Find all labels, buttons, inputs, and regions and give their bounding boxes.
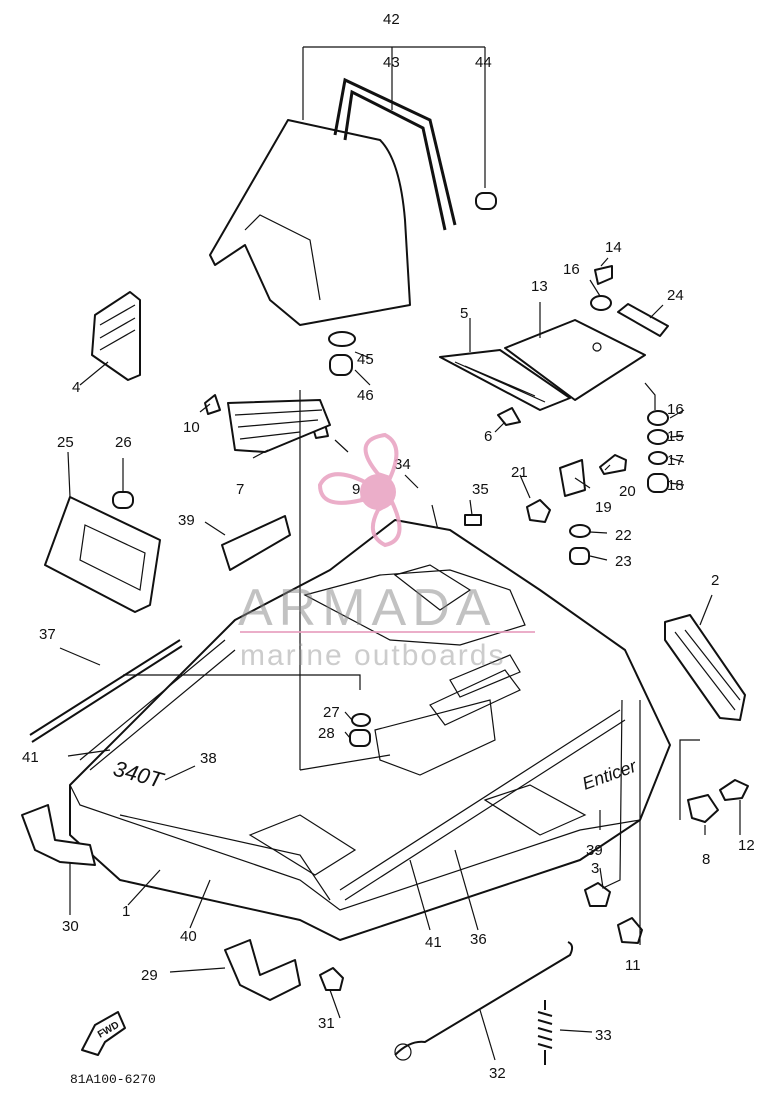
grommet-26-part [112, 491, 134, 509]
part-number-label: 17 [667, 452, 684, 469]
bushing-8-part [687, 794, 719, 823]
part-number-label: 43 [383, 54, 400, 71]
part-number-label: 24 [667, 287, 684, 304]
propeller-logo-icon [317, 432, 402, 548]
part-number-label: 3 [591, 860, 599, 877]
part-number-label: 27 [323, 704, 340, 721]
part-number-label: 37 [39, 626, 56, 643]
clip-10-part [204, 394, 221, 415]
cable-32-part [394, 941, 574, 1056]
part-number-label: 7 [236, 481, 244, 498]
part-number-label: 44 [475, 54, 492, 71]
panel-13-part [504, 319, 646, 401]
part-number-label: 16 [667, 401, 684, 418]
part-number-label: 38 [200, 750, 217, 767]
washer-16b-part [647, 410, 669, 426]
part-number-label: 26 [115, 434, 132, 451]
vent-right-part [664, 614, 746, 721]
rod-24-part [617, 303, 669, 337]
part-number-label: 34 [394, 456, 411, 473]
watermark-subtitle: marine outboards [240, 639, 505, 672]
fwd-arrow-icon: FWD [81, 1011, 126, 1056]
washer-15-part [647, 429, 669, 445]
bolt-20-part [599, 454, 627, 475]
screw-14-part [594, 265, 613, 285]
part-number-label: 10 [183, 419, 200, 436]
hinge-30-part [21, 804, 96, 866]
hood-main-part [69, 519, 671, 941]
part-number-label: 35 [472, 481, 489, 498]
part-number-label: 12 [738, 837, 755, 854]
part-number-label: 36 [470, 931, 487, 948]
part-number-label: 13 [531, 278, 548, 295]
windshield-part [209, 119, 411, 326]
clip-part [475, 192, 497, 210]
panel-5-part [439, 349, 571, 411]
part-number-label: 25 [57, 434, 74, 451]
part-number-label: 29 [141, 967, 158, 984]
part-number-label: 6 [484, 428, 492, 445]
decal-35-part [464, 514, 482, 526]
part-number-label: 45 [357, 351, 374, 368]
part-number-label: 15 [667, 428, 684, 445]
part-number-label: 8 [702, 851, 710, 868]
part-number-label: 16 [563, 261, 580, 278]
part-number-label: 18 [667, 477, 684, 494]
nut-21-part [526, 499, 551, 523]
collar-46-part [329, 354, 353, 376]
washer-22-part [569, 524, 591, 538]
part-number-label: 31 [318, 1015, 335, 1032]
vent-left-part [91, 291, 141, 381]
watermark: ARMADA marine outboards [238, 432, 535, 672]
rod-37-part [29, 639, 183, 743]
part-number-label: 42 [383, 11, 400, 28]
washer-16-part [590, 295, 612, 311]
grommet-28-part [349, 729, 371, 747]
part-number-label: 5 [460, 305, 468, 322]
washer-17-part [648, 451, 668, 465]
part-number-label: 39 [586, 842, 603, 859]
bolt-12-part [719, 779, 749, 801]
part-number-label: 9 [352, 481, 360, 498]
windshield-trim-part [333, 77, 457, 231]
part-number-label: 28 [318, 725, 335, 742]
part-number-label: 14 [605, 239, 622, 256]
part-number-label: 22 [615, 527, 632, 544]
spring-33-part [537, 1000, 553, 1065]
clip-6-part [497, 407, 521, 426]
grommet-27-part [351, 713, 371, 727]
grille-7-part [227, 399, 331, 453]
vent-25-part [44, 496, 161, 613]
nut-11-part [617, 917, 643, 944]
part-number-label: 11 [625, 957, 641, 974]
part-number-label: 32 [489, 1065, 506, 1082]
part-number-label: 39 [178, 512, 195, 529]
part-numbers: 1234567891011121314151616171819202122232… [22, 11, 755, 1082]
bracket-19-part [559, 459, 586, 497]
part-number-label: 4 [72, 379, 80, 396]
part-number-label: 33 [595, 1027, 612, 1044]
part-number-label: 21 [511, 464, 528, 481]
part-number-label: 20 [619, 483, 636, 500]
nut-3-part [584, 882, 611, 907]
nut-23-part [569, 547, 590, 565]
part-number-label: 2 [711, 572, 719, 589]
nut-18-part [647, 473, 669, 493]
drawing-code: 81A100-6270 [70, 1072, 156, 1087]
watermark-title: ARMADA [238, 579, 496, 637]
part-number-label: 41 [22, 749, 39, 766]
part-number-label: 23 [615, 553, 632, 570]
part-number-label: 46 [357, 387, 374, 404]
part-number-label: 41 [425, 934, 442, 951]
part-number-label: 19 [595, 499, 612, 516]
washer-45-part [328, 331, 356, 347]
decal-39-part [221, 515, 291, 571]
part-number-label: 30 [62, 918, 79, 935]
hinge-29-part [224, 939, 301, 1001]
part-number-label: 1 [122, 903, 130, 920]
part-number-label: 40 [180, 928, 197, 945]
nut-31-part [319, 967, 344, 991]
